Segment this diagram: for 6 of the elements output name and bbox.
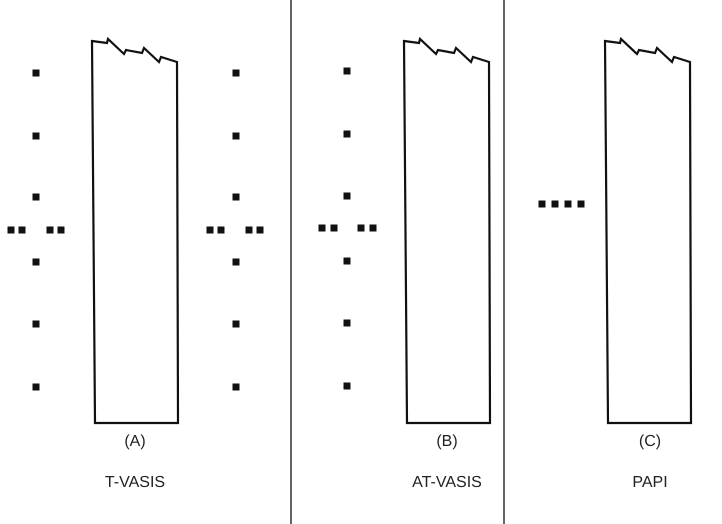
system-name: AT-VASIS (412, 474, 482, 492)
panel-label: (A) (124, 433, 146, 451)
system-name: PAPI (632, 474, 668, 492)
system-name: T-VASIS (104, 474, 166, 492)
panel-label: (C) (638, 433, 662, 451)
panel-label: (B) (436, 433, 458, 451)
